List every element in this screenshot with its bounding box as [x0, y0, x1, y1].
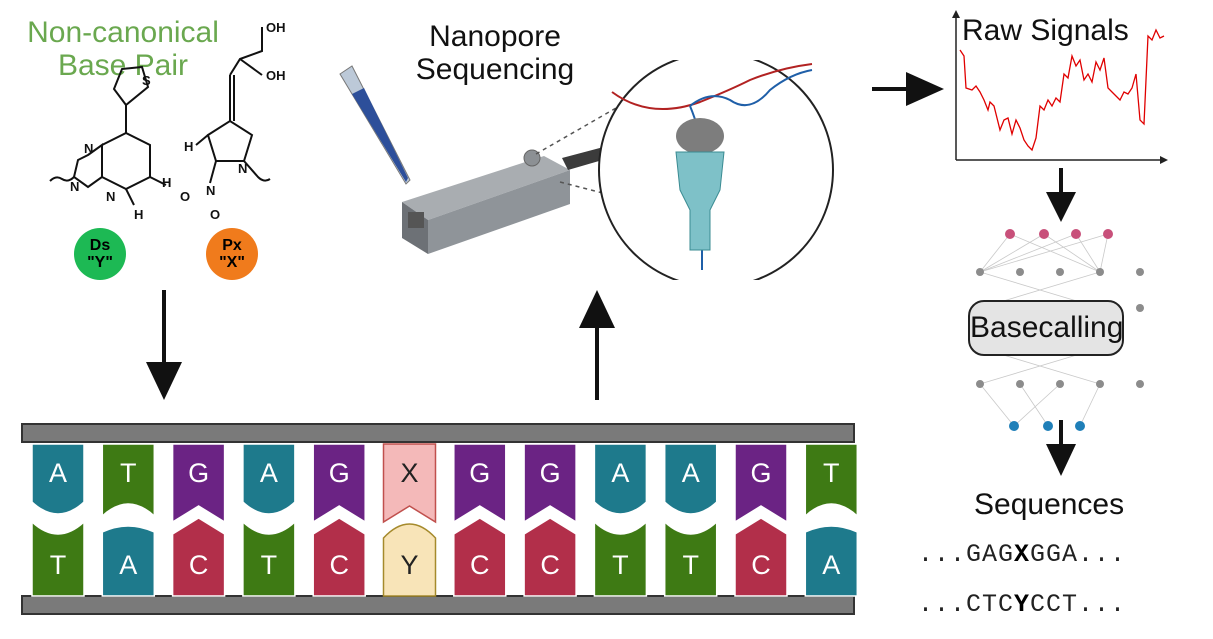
hydrogen-label-3: H: [184, 139, 193, 154]
ds-badge-line2: "Y": [87, 254, 113, 271]
bottom-base-tile: T: [663, 520, 718, 597]
bottom-base-tile: C: [734, 517, 788, 597]
bottom-base-tile: T: [593, 520, 648, 597]
sulfur-label: S: [142, 73, 151, 88]
nanopore-illustration: [339, 60, 834, 280]
sequence-1-suffix: GGA...: [1030, 540, 1127, 569]
top-base-tile: G: [523, 443, 577, 524]
oxygen-minus-label: O: [180, 189, 190, 204]
bottom-base-tile: Y: [382, 523, 437, 597]
top-base-letter: A: [682, 458, 700, 488]
top-base-letter: G: [540, 458, 561, 488]
nitrogen-label-2: N: [70, 179, 79, 194]
nanopore-title-line2: Sequencing: [415, 53, 575, 86]
top-backbone: [21, 423, 855, 443]
top-base-letter: T: [823, 458, 840, 488]
top-base-tile: T: [101, 443, 156, 518]
top-base-tile: T: [804, 443, 859, 518]
nitrogen-label-1: N: [84, 141, 93, 156]
sequence-line-1: ...GAGXGGA...: [918, 540, 1126, 569]
bottom-base-letter: T: [261, 550, 278, 580]
top-base-letter: G: [329, 458, 350, 488]
sequence-1-prefix: ...GAG: [918, 540, 1015, 569]
hydrogen-label-2: H: [134, 207, 143, 222]
pore-zoom-circle: [598, 60, 834, 280]
top-base-letter: G: [469, 458, 490, 488]
top-base-tile: A: [663, 443, 718, 515]
bottom-base-letter: A: [822, 550, 840, 580]
minion-device-icon: [402, 140, 630, 254]
sequence-2-bold-base: Y: [1014, 590, 1031, 619]
oh-label-1: OH: [266, 20, 286, 35]
top-base-tile: A: [242, 443, 296, 515]
top-base-tile: X: [382, 443, 437, 524]
top-base-tile: G: [171, 443, 226, 524]
basecalling-label: Basecalling: [968, 300, 1124, 356]
pipette-icon: [339, 65, 411, 185]
bottom-base-tile: C: [523, 517, 577, 597]
bottom-base-tile: C: [312, 517, 366, 597]
base-pair-title-line2: Base Pair: [57, 49, 189, 82]
bottom-base-letter: C: [540, 550, 560, 580]
top-base-letter: A: [49, 458, 67, 488]
bottom-base-tile: T: [242, 520, 296, 597]
nitrogen-plus-label: N: [206, 183, 215, 198]
bottom-base-tile: A: [101, 525, 156, 597]
sequence-1-bold-base: X: [1014, 540, 1031, 569]
sequences-title: Sequences: [974, 488, 1125, 521]
top-base-letter: G: [750, 458, 771, 488]
top-base-letter: X: [400, 458, 418, 488]
nanopore-title-line1: Nanopore: [429, 20, 561, 53]
px-badge-line2: "X": [219, 254, 245, 271]
top-base-letter: T: [120, 458, 137, 488]
px-badge-line1: Px: [222, 237, 242, 254]
bottom-base-letter: Y: [400, 550, 418, 580]
top-base-letter: A: [260, 458, 278, 488]
bottom-base-letter: A: [119, 550, 137, 580]
bottom-base-letter: C: [189, 550, 209, 580]
dna-double-strand: A T G A G X G G A A G T T A C T C Y C C T T C A: [21, 423, 859, 615]
bottom-base-letter: C: [470, 550, 490, 580]
bottom-base-letter: T: [50, 550, 67, 580]
bottom-base-tile: C: [171, 517, 226, 597]
ds-badge-line1: Ds: [89, 237, 111, 254]
sequence-line-2: ...CTCYCCT...: [918, 590, 1126, 619]
oxygen-label: O: [210, 207, 220, 222]
px-badge: Px "X": [206, 228, 258, 280]
bottom-base-tile: A: [804, 525, 859, 597]
bottom-base-letter: T: [682, 550, 699, 580]
bottom-base-letter: T: [612, 550, 629, 580]
nitrogen-label-3: N: [106, 189, 115, 204]
top-base-tile: A: [593, 443, 648, 515]
top-base-letter: A: [611, 458, 629, 488]
top-base-letter: G: [188, 458, 209, 488]
non-canonical-base-pair-structure: OH OH S N N N N H H H O N O: [49, 20, 286, 222]
top-base-tile: G: [453, 443, 507, 524]
top-base-tile: G: [734, 443, 788, 524]
bottom-base-tile: T: [31, 520, 85, 597]
base-pair-title-line1: Non-canonical: [27, 16, 219, 49]
top-base-tile: A: [31, 443, 85, 515]
raw-signals-title: Raw Signals: [962, 14, 1129, 47]
hydrogen-label-1: H: [162, 175, 171, 190]
sequence-2-prefix: ...CTC: [918, 590, 1015, 619]
sequence-2-suffix: CCT...: [1030, 590, 1127, 619]
raw-signal-plot: [952, 10, 1168, 164]
bottom-base-tile: C: [453, 517, 507, 597]
oh-label-2: OH: [266, 68, 286, 83]
ds-badge: Ds "Y": [74, 228, 126, 280]
nitrogen-label-4: N: [238, 161, 247, 176]
bottom-base-letter: C: [329, 550, 349, 580]
top-base-tile: G: [312, 443, 366, 524]
bottom-backbone: [21, 595, 855, 615]
bottom-base-letter: C: [751, 550, 771, 580]
raw-signal-trace: [959, 28, 1165, 152]
